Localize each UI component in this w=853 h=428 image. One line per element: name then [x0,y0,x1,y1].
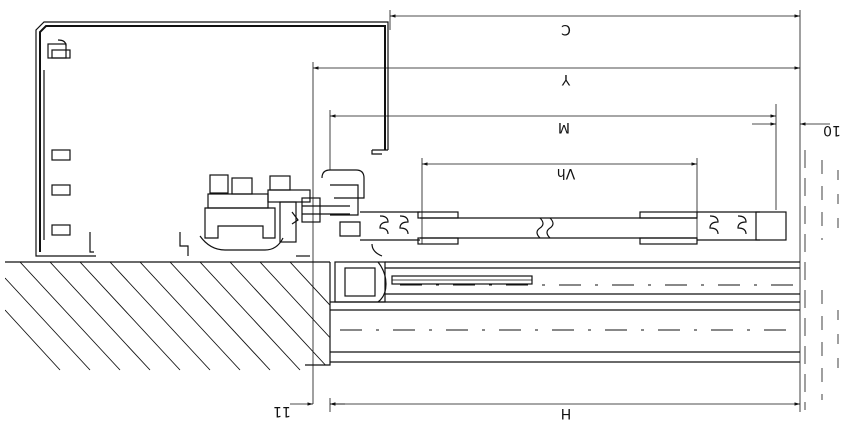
label-y: Y [561,71,571,87]
label-m: M [558,119,570,135]
label-11: 11 [273,403,291,419]
label-h: H [561,405,572,421]
housing-profile [35,21,389,257]
label-c: C [561,21,571,37]
rail-profile [321,169,787,245]
ground-hatching [5,261,331,371]
panel-body [330,243,800,363]
bracket-bolt-assembly [199,174,350,257]
right-wall-marks [804,150,839,410]
label-10: 10 [823,122,841,138]
dimension-vh [421,158,698,244]
dimension-c [389,10,800,30]
dimension-m [329,104,777,210]
label-vh: Vh [557,165,575,181]
dimension-y [312,62,800,404]
